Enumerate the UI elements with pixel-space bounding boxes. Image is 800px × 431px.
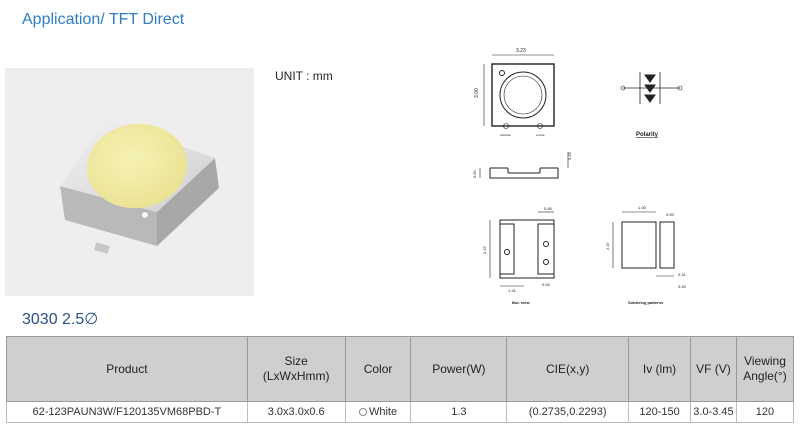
dimension-drawings: 3.23 3.00 cathode Anode Polarity (470, 40, 720, 325)
header-cie: CIE(x,y) (506, 336, 630, 402)
polarity-symbol: Polarity (620, 72, 683, 138)
page-title: Application/ TFT Direct (22, 11, 185, 28)
side-thick-label: 0.60 (472, 169, 477, 178)
cell-size: 3.0x3.0x0.6 (246, 401, 346, 423)
cell-power: 1.3 (410, 401, 508, 423)
top-height-label: 3.00 (474, 88, 480, 98)
solder-bottom-label: 0.45 (678, 284, 687, 289)
top-width-label: 3.23 (516, 48, 526, 54)
soldering-pattern-drawing: 1.06 0.59 2.47 0.31 0.45 Soldering patte… (605, 205, 687, 305)
solder-small-label: 0.31 (678, 272, 687, 277)
cell-vf: 3.0-3.45 (689, 401, 737, 423)
cell-color: White (344, 401, 412, 423)
solder-top-label: 1.06 (638, 205, 647, 210)
header-color: Color (344, 336, 412, 402)
solder-height-label: 2.47 (605, 241, 610, 250)
table-row: 62-123PAUN3W/F120135VM68PBD-T 3.0x3.0x0.… (6, 401, 795, 423)
header-iv: Iv (lm) (628, 336, 691, 402)
package-caption: 3030 2.5∅ (22, 311, 99, 328)
top-view-drawing: 3.23 3.00 cathode Anode (474, 48, 555, 137)
polarity-label: Polarity (636, 132, 659, 138)
white-circle-icon (358, 408, 367, 417)
anode-label: Anode (536, 133, 545, 137)
led-product-photo (5, 68, 254, 296)
side-height-label: 0.43 (567, 151, 572, 160)
cell-product: 62-123PAUN3W/F120135VM68PBD-T (6, 401, 248, 423)
header-product: Product (6, 336, 248, 402)
header-vf: VF (V) (689, 336, 737, 402)
bottom-view-caption: Bot. view (512, 300, 530, 305)
cell-angle: 120 (735, 401, 795, 423)
side-view-drawing: 0.60 0.43 (472, 151, 572, 179)
spec-table: Product Size(LxWxHmm) Color Power(W) CIE… (6, 336, 795, 423)
unit-label: UNIT : mm (275, 69, 333, 83)
solder-caption: Soldering patterns (628, 300, 664, 305)
cell-cie: (0.2735,0.2293) (506, 401, 630, 423)
bottom-top-label: 0.45 (544, 206, 553, 211)
header-power: Power(W) (410, 336, 508, 402)
bottom-view-drawing: 0.45 2.47 1.31 0.54 Bot. view (482, 206, 555, 305)
table-header-row: Product Size(LxWxHmm) Color Power(W) CIE… (6, 336, 795, 402)
header-size: Size(LxWxHmm) (246, 336, 346, 402)
solder-right-label: 0.59 (666, 212, 675, 217)
bottom-height-label: 2.47 (482, 245, 487, 254)
cathode-label: cathode (500, 133, 511, 137)
cell-iv: 120-150 (628, 401, 691, 423)
bottom-width-label: 1.31 (508, 288, 517, 293)
bottom-pad-label: 0.54 (542, 282, 551, 287)
